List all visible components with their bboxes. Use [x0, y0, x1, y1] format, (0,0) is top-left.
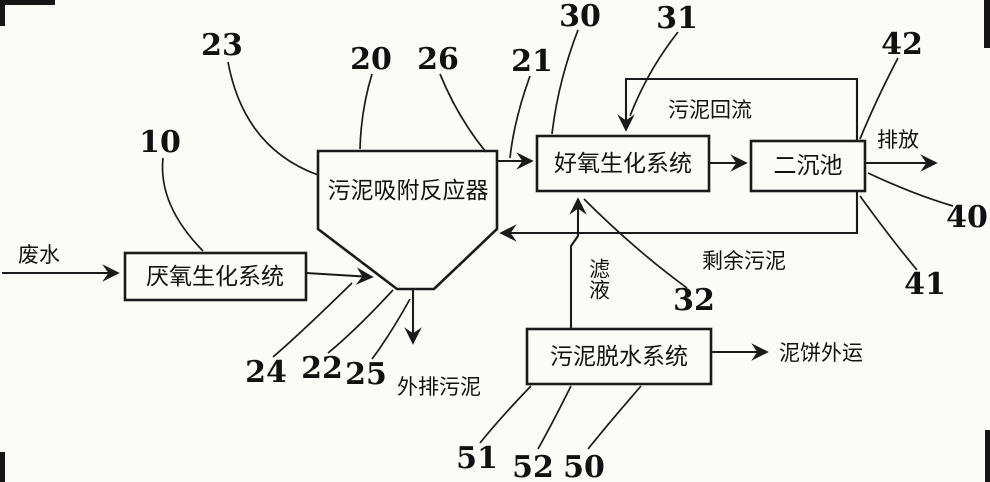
- leader-52: [537, 385, 572, 450]
- ref-31: 31: [656, 1, 698, 36]
- ref-40: 40: [946, 200, 988, 235]
- leader-24: [272, 282, 353, 358]
- cake-out-label: 泥饼外运: [779, 342, 863, 365]
- ref-32: 32: [673, 283, 715, 318]
- filtrate-line: [569, 197, 587, 328]
- leader-20: [359, 73, 373, 150]
- sludge-return-line: [617, 77, 859, 140]
- leader-23: [227, 61, 319, 176]
- leader-40: [867, 172, 954, 207]
- anaerobic-system-label: 厌氧生化系统: [146, 263, 284, 289]
- ref-51: 51: [456, 441, 498, 476]
- leader-41: [859, 195, 918, 271]
- leader-26: [439, 73, 487, 153]
- ref-50: 50: [563, 450, 605, 482]
- scan-artifact: [0, 0, 55, 5]
- leader-25: [371, 298, 411, 360]
- leader-51: [479, 385, 532, 444]
- scan-artifact: [0, 0, 5, 26]
- excess-sludge-label: 剩余污泥: [702, 250, 786, 273]
- ref-30: 30: [559, 0, 601, 34]
- ref-26: 26: [417, 42, 459, 77]
- leader-42: [859, 57, 899, 140]
- scan-artifact: [984, 0, 990, 48]
- sludge-adsorption-reactor-label: 污泥吸附反应器: [328, 177, 489, 203]
- leader-32: [583, 198, 688, 289]
- aerobic-system-label: 好氧生化系统: [554, 150, 692, 176]
- anaerobic-system-box: [123, 251, 308, 302]
- sludge-dewatering-label: 污泥脱水系统: [550, 343, 688, 369]
- discharge-label: 排放: [877, 129, 919, 152]
- ref-25: 25: [345, 357, 387, 392]
- filtrate-label: 滤液: [587, 258, 611, 300]
- excess-sludge-line: [499, 191, 859, 242]
- leader-50: [587, 385, 642, 450]
- outflow-sludge-label: 外排污泥: [397, 376, 481, 399]
- leader-10: [161, 157, 204, 252]
- ref-21: 21: [511, 44, 553, 79]
- ref-52: 52: [512, 450, 554, 482]
- leader-30: [551, 29, 579, 135]
- leader-21: [509, 75, 531, 159]
- sludge-dewatering-box: [525, 327, 713, 386]
- ref-23: 23: [201, 28, 243, 63]
- scan-artifact: [985, 430, 990, 482]
- leader-31: [629, 31, 679, 117]
- sludge-return-label: 污泥回流: [668, 99, 752, 122]
- secondary-clarifier-box: [749, 139, 867, 193]
- wastewater-label: 废水: [18, 244, 60, 267]
- sludge-adsorption-reactor-shape: [316, 149, 499, 291]
- scan-artifact: [0, 452, 5, 482]
- secondary-clarifier-label: 二沉池: [774, 152, 843, 178]
- ref-42: 42: [881, 27, 923, 62]
- ref-22: 22: [301, 351, 343, 386]
- ref-24: 24: [245, 355, 287, 390]
- anaerobic-to-reactor-line: [305, 267, 374, 285]
- leader-22: [327, 289, 394, 354]
- ref-20: 20: [350, 42, 392, 77]
- ref-41: 41: [904, 267, 946, 302]
- ref-10: 10: [139, 125, 181, 160]
